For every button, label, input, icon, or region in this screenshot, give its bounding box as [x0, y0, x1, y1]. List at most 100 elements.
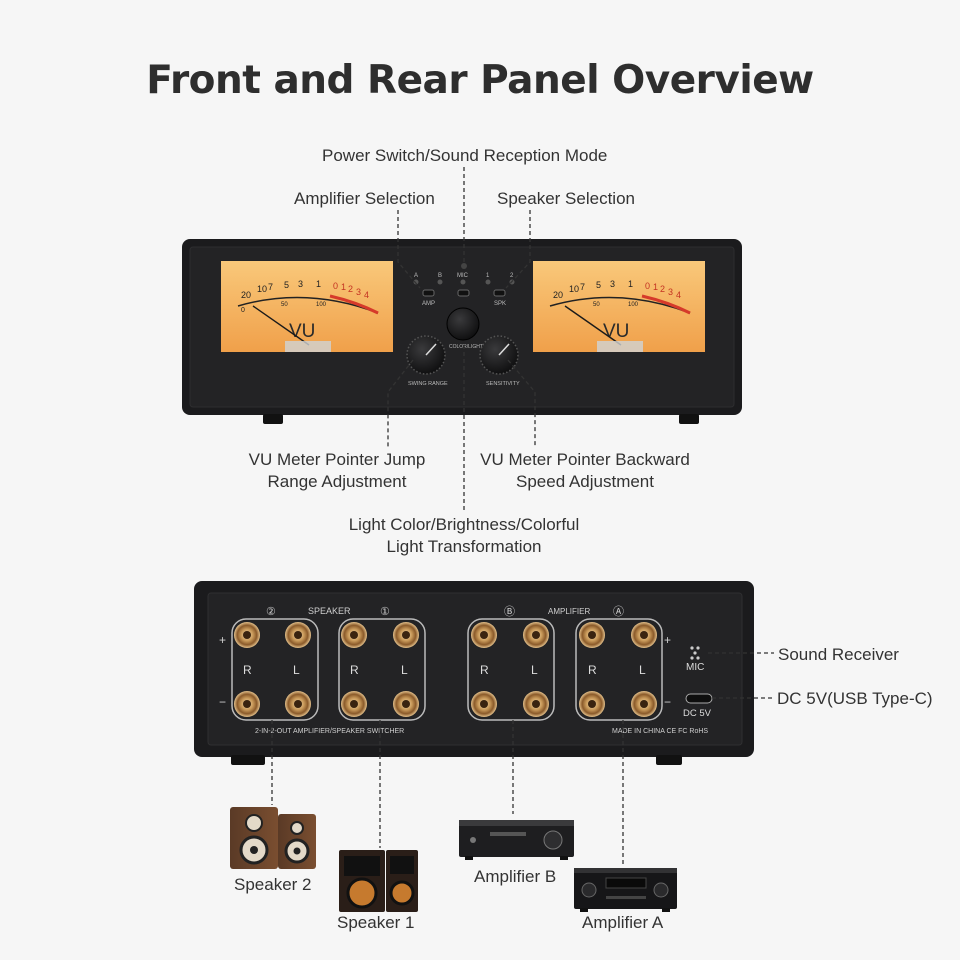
svg-text:SPEAKER: SPEAKER	[308, 606, 351, 616]
amplifier-b-label: Amplifier B	[474, 867, 557, 886]
svg-text:1: 1	[316, 279, 321, 289]
svg-text:20: 20	[241, 290, 251, 300]
svg-text:SENSITIVITY: SENSITIVITY	[486, 381, 520, 387]
svg-text:2-IN-2-OUT AMPLIFIER/SPEAKER S: 2-IN-2-OUT AMPLIFIER/SPEAKER SWITCHER	[255, 728, 404, 735]
usb-c-port[interactable]: DC 5V	[683, 693, 713, 719]
svg-text:−: −	[664, 695, 671, 709]
speaker-2-image	[230, 807, 316, 869]
svg-text:3: 3	[668, 287, 673, 297]
svg-text:L: L	[401, 663, 408, 677]
svg-text:50: 50	[281, 302, 288, 308]
svg-text:100: 100	[316, 302, 327, 308]
binding-post[interactable]	[393, 622, 419, 648]
svg-text:COLOR/LIGHT: COLOR/LIGHT	[449, 344, 483, 350]
binding-post[interactable]	[285, 622, 311, 648]
binding-post[interactable]	[523, 691, 549, 717]
dc-label: DC 5V	[683, 708, 712, 719]
svg-text:+: +	[219, 633, 226, 647]
pointer-jump-line1: VU Meter Pointer Jump	[248, 450, 426, 469]
svg-text:2: 2	[510, 273, 514, 279]
power-button[interactable]	[457, 289, 470, 297]
binding-post[interactable]	[341, 691, 367, 717]
binding-post[interactable]	[579, 691, 605, 717]
svg-text:2: 2	[348, 284, 353, 294]
rear-leader-lines	[271, 652, 774, 866]
binding-post[interactable]	[234, 622, 260, 648]
speaker-selection-callout: Speaker Selection	[497, 189, 635, 208]
svg-text:10: 10	[257, 284, 267, 294]
svg-text:7: 7	[580, 282, 585, 292]
svg-text:0: 0	[333, 281, 338, 291]
binding-post[interactable]	[285, 691, 311, 717]
binding-post[interactable]	[234, 691, 260, 717]
sound-receiver-callout: Sound Receiver	[778, 645, 899, 664]
color-light-knob[interactable]	[446, 307, 480, 341]
svg-text:②: ②	[266, 606, 276, 618]
front-leader-lines	[387, 167, 536, 512]
svg-text:−: −	[219, 695, 226, 709]
binding-post[interactable]	[471, 691, 497, 717]
svg-text:1: 1	[628, 279, 633, 289]
svg-text:20: 20	[553, 290, 563, 300]
amplifier-a-image	[574, 868, 677, 912]
spk-button[interactable]	[493, 289, 506, 297]
svg-text:SWING RANGE: SWING RANGE	[408, 381, 448, 387]
binding-post[interactable]	[341, 622, 367, 648]
svg-text:AMP: AMP	[422, 301, 435, 307]
speaker-1-image	[339, 850, 418, 912]
svg-text:R: R	[350, 663, 359, 677]
amp-button[interactable]	[422, 289, 435, 297]
binding-post[interactable]	[631, 622, 657, 648]
svg-text:B: B	[438, 273, 442, 279]
svg-text:2: 2	[660, 284, 665, 294]
pointer-jump-line2: Range Adjustment	[267, 472, 407, 491]
amplifier-b-image	[459, 820, 574, 860]
svg-text:L: L	[531, 663, 538, 677]
binding-post[interactable]	[393, 691, 419, 717]
mic-label: MIC	[686, 662, 704, 673]
rear-panel: ② SPEAKER ① Ⓑ AMPLIFIER Ⓐ + − + − 2-IN-2…	[194, 581, 754, 765]
svg-text:MADE IN CHINA CE FC RoHS: MADE IN CHINA CE FC RoHS	[612, 728, 708, 735]
svg-text:0: 0	[645, 281, 650, 291]
binding-post[interactable]	[471, 622, 497, 648]
svg-text:1: 1	[653, 282, 658, 292]
svg-text:1: 1	[341, 282, 346, 292]
terminal-group-speaker-2	[231, 618, 319, 721]
binding-post[interactable]	[523, 622, 549, 648]
svg-text:1: 1	[486, 273, 490, 279]
center-controls: A B MIC 1 2 AMP SPK COLOR/LIGHT SWING RA…	[408, 263, 520, 387]
svg-text:MIC: MIC	[457, 273, 469, 279]
amplifier-a-label: Amplifier A	[582, 913, 664, 932]
power-switch-callout: Power Switch/Sound Reception Mode	[322, 146, 608, 165]
svg-text:50: 50	[593, 302, 600, 308]
svg-text:A: A	[414, 273, 418, 279]
light-color-line1: Light Color/Brightness/Colorful	[348, 515, 580, 534]
svg-text:3: 3	[298, 279, 303, 289]
svg-text:SPK: SPK	[494, 301, 506, 307]
page-title: Front and Rear Panel Overview	[146, 58, 814, 103]
svg-text:3: 3	[610, 279, 615, 289]
mic-receiver: MIC	[686, 646, 704, 673]
svg-text:4: 4	[676, 290, 681, 300]
svg-text:0: 0	[241, 307, 245, 314]
vu-label-left: VU	[289, 321, 315, 342]
svg-text:7: 7	[268, 282, 273, 292]
speaker-2-label: Speaker 2	[234, 875, 312, 894]
dc-power-callout: DC 5V(USB Type-C)	[777, 689, 933, 708]
svg-text:①: ①	[380, 606, 390, 618]
pointer-backward-line2: Speed Adjustment	[516, 472, 654, 491]
svg-text:10: 10	[569, 284, 579, 294]
pointer-backward-callout: VU Meter Pointer Backward Speed Adjustme…	[470, 449, 700, 493]
svg-text:R: R	[480, 663, 489, 677]
svg-text:R: R	[588, 663, 597, 677]
svg-text:L: L	[293, 663, 300, 677]
vu-label-right: VU	[603, 321, 629, 342]
binding-post[interactable]	[631, 691, 657, 717]
pointer-backward-line1: VU Meter Pointer Backward	[480, 450, 690, 469]
svg-text:AMPLIFIER: AMPLIFIER	[548, 607, 590, 616]
binding-post[interactable]	[579, 622, 605, 648]
